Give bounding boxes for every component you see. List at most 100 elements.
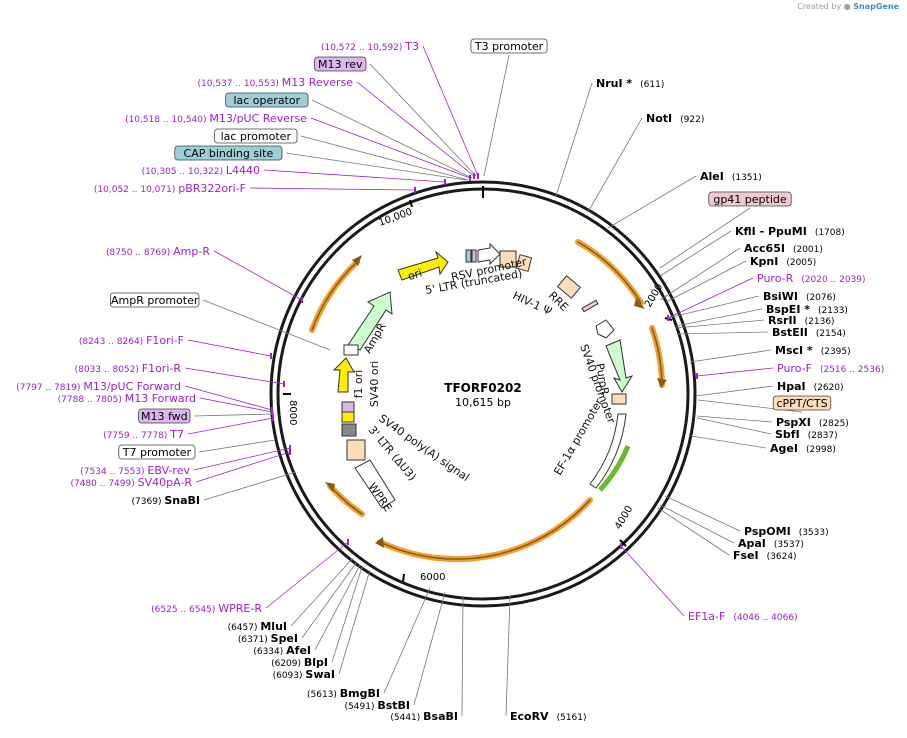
outer-labels[interactable]: (10,572 .. 10,592) T3 M13 rev (10,537 .. 1… <box>16 38 884 723</box>
label-box-ampr-promoter <box>110 292 200 308</box>
label-agei[interactable]: AgeI(2998) <box>770 442 836 455</box>
leader-ebv-rev <box>193 447 291 471</box>
label-hpai[interactable]: HpaI(2620) <box>777 380 844 393</box>
orf-arc-bottom-core <box>379 499 591 560</box>
label-kpni[interactable]: KpnI(2005) <box>750 255 816 268</box>
label-gp41-peptide[interactable]: gp41 peptide <box>708 191 792 207</box>
label-m13-rev[interactable]: M13 rev <box>314 56 367 72</box>
label-puro-r[interactable]: Puro-R(2020 .. 2039) <box>757 272 866 285</box>
leader-t3 <box>422 45 479 177</box>
leader-m13-rev <box>369 63 477 177</box>
label-m13-puc-reverse[interactable]: (10,518 .. 10,540) M13/pUC Reverse <box>125 112 307 125</box>
label-cap-binding-site[interactable]: CAP binding site <box>174 145 283 161</box>
label-text-swai: (6093) SwaI <box>273 668 335 681</box>
label-bmgbi[interactable]: (5613) BmgBI <box>307 687 380 700</box>
label-apai[interactable]: ApaI(3537) <box>738 537 804 550</box>
label-fsei[interactable]: FseI(3624) <box>733 549 797 562</box>
label-bsabi[interactable]: (5441) BsaBI <box>390 710 458 723</box>
label-pspxi[interactable]: PspXI(2825) <box>776 416 849 429</box>
label-wpre-r[interactable]: (6525 .. 6545) WPRE-R <box>151 602 262 615</box>
label-ampr-promoter[interactable]: AmpR promoter <box>110 292 200 308</box>
label-bstbi[interactable]: (5491) BstBI <box>345 699 410 712</box>
label-ecorv[interactable]: EcoRV(5161) <box>510 710 587 723</box>
label-swai[interactable]: (6093) SwaI <box>273 668 335 681</box>
label-t3-promoter[interactable]: T3 promoter <box>470 38 548 54</box>
label-t7[interactable]: (7759 .. 7778) T7 <box>103 428 184 441</box>
label-afei[interactable]: (6334) AfeI <box>253 644 311 657</box>
label-text-acc65i: Acc65I(2001) <box>744 242 823 255</box>
gp41-box <box>581 299 599 313</box>
label-name-ampr-promoter: AmpR promoter <box>111 294 199 307</box>
label-name-cppt-cts: cPPT/CTS <box>776 397 827 410</box>
label-bsiwi[interactable]: BsiWI(2076) <box>763 290 836 303</box>
ef1a-promoter-highlight <box>598 445 631 492</box>
label-noti[interactable]: NotI(922) <box>646 112 704 125</box>
credit-prefix: Created by <box>797 2 842 11</box>
label-text-puro-r: Puro-R(2020 .. 2039) <box>757 272 866 285</box>
label-m13-forward[interactable]: (7788 .. 7805) M13 Forward <box>58 392 196 405</box>
label-text-puro-f: Puro-F(2516 .. 2536) <box>777 362 884 375</box>
label-lac-promoter[interactable]: lac promoter <box>214 128 298 144</box>
label-t3[interactable]: (10,572 .. 10,592) T3 <box>321 40 419 53</box>
label-box-cap-binding-site <box>174 145 283 161</box>
label-amp-r[interactable]: (8750 .. 8769) Amp-R <box>106 245 210 258</box>
leader-sbfi <box>696 417 772 435</box>
label-ef1a-f[interactable]: EF1a-F(4046 .. 4066) <box>688 610 798 623</box>
cppt-box <box>611 393 627 405</box>
label-text-hpai: HpaI(2620) <box>777 380 844 393</box>
label-box-t7-promoter <box>118 444 196 460</box>
label-text-t3: (10,572 .. 10,592) T3 <box>321 40 419 53</box>
label-f1ori-r[interactable]: (8033 .. 8052) F1ori-R <box>75 362 182 375</box>
orf-arcs <box>309 239 665 563</box>
label-rsrii[interactable]: RsrII(2136) <box>768 314 835 327</box>
label-alei[interactable]: AleI(1351) <box>700 170 762 183</box>
leader-pspxi <box>696 415 773 423</box>
leader-mlui <box>290 557 354 627</box>
label-text-bsiwi: BsiWI(2076) <box>763 290 836 303</box>
label-text-bspei: BspEI *(2133) <box>766 303 848 316</box>
inner-features <box>332 242 634 509</box>
tick-4000 <box>619 539 627 547</box>
label-pbr322ori-f[interactable]: (10,052 .. 10,071) pBR322ori-F <box>94 182 246 195</box>
label-blpi[interactable]: (6209) BlpI <box>271 656 328 669</box>
ltr-box <box>499 250 517 268</box>
feature-tan-ltr <box>346 439 366 461</box>
label-text-noti: NotI(922) <box>646 112 704 125</box>
label-text-f1ori-f: (8243 .. 8264) F1ori-F <box>79 334 184 347</box>
label-nrui[interactable]: NruI *(611) <box>596 77 664 90</box>
label-bspei[interactable]: BspEI *(2133) <box>766 303 848 316</box>
sv40-promoter-arrow <box>595 319 615 339</box>
leader-m13-puc-forward <box>184 385 273 411</box>
label-acc65i[interactable]: Acc65I(2001) <box>744 242 823 255</box>
label-sv40pa-r[interactable]: (7480 .. 7499) SV40pA-R <box>70 476 192 489</box>
leader-pspomi <box>664 495 741 532</box>
label-text-kfli-ppumi: KflI - PpuMI(1708) <box>735 225 845 238</box>
label-ebv-rev[interactable]: (7534 .. 7553) EBV-rev <box>80 464 190 477</box>
label-mlui[interactable]: (6457) MluI <box>228 620 287 633</box>
label-msci[interactable]: MscI *(2395) <box>775 344 851 357</box>
leader-rsrii <box>675 319 765 329</box>
label-sbfi[interactable]: SbfI(2837) <box>775 428 838 441</box>
label-text-m13-puc-forward: (7797 .. 7819) M13/pUC Forward <box>16 380 181 393</box>
label-f1ori-f[interactable]: (8243 .. 8264) F1ori-F <box>79 334 184 347</box>
label-text-m13-puc-reverse: (10,518 .. 10,540) M13/pUC Reverse <box>125 112 307 125</box>
label-m13-reverse[interactable]: (10,537 .. 10,553) M13 Reverse <box>197 76 353 89</box>
label-t7-promoter[interactable]: T7 promoter <box>118 444 196 460</box>
label-m13-fwd[interactable]: M13 fwd <box>138 408 191 424</box>
label-lac-operator[interactable]: lac operator <box>225 92 309 108</box>
label-text-apai: ApaI(3537) <box>738 537 804 550</box>
label-m13-puc-forward[interactable]: (7797 .. 7819) M13/pUC Forward <box>16 380 181 393</box>
label-text-msci: MscI *(2395) <box>775 344 851 357</box>
label-puro-f[interactable]: Puro-F(2516 .. 2536) <box>777 362 884 375</box>
leader-gp41-peptide <box>659 207 751 269</box>
label-pspomi[interactable]: PspOMI(3533) <box>744 525 829 538</box>
label-kfli-ppumi[interactable]: KflI - PpuMI(1708) <box>735 225 845 238</box>
label-spei[interactable]: (6371) SpeI <box>238 632 298 645</box>
label-text-kpni: KpnI(2005) <box>750 255 816 268</box>
leader-hpai <box>695 385 774 397</box>
label-bsteii[interactable]: BstEII(2154) <box>772 326 846 339</box>
label-cppt-cts[interactable]: cPPT/CTS <box>772 395 832 411</box>
label-snabi[interactable]: (7369) SnaBI <box>132 494 200 507</box>
label-l4440[interactable]: (10,305 .. 10,322) L4440 <box>142 164 260 177</box>
